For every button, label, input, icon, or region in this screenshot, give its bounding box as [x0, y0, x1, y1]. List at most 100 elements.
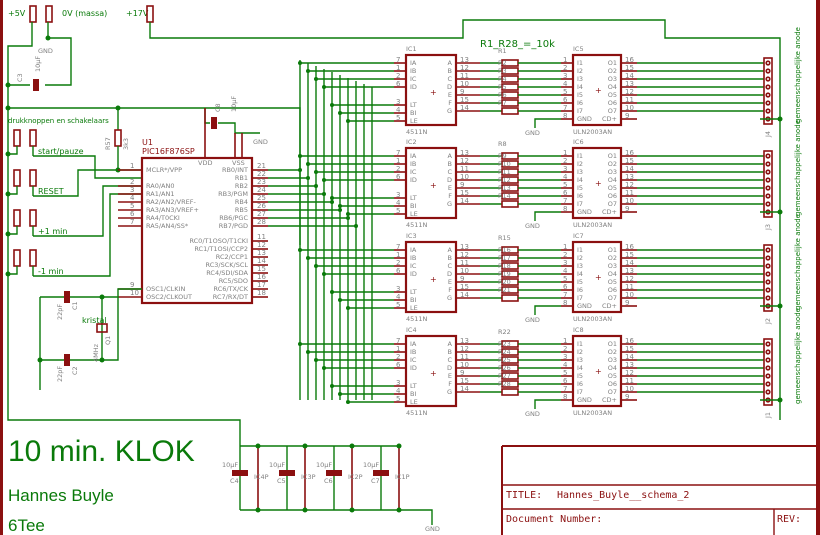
svg-text:RA1/AN1: RA1/AN1	[146, 190, 174, 198]
button-contact-a	[13, 129, 21, 147]
svg-text:C7: C7	[371, 477, 380, 485]
svg-text:J1: J1	[764, 412, 772, 419]
svg-text:I6: I6	[577, 192, 583, 200]
decoder-IC3	[404, 240, 458, 314]
svg-text:O5: O5	[608, 278, 617, 286]
svg-text:IB: IB	[410, 254, 416, 262]
svg-text:IC1: IC1	[406, 45, 417, 53]
frame-right	[816, 0, 820, 535]
svg-text:2: 2	[396, 165, 400, 173]
svg-text:C: C	[447, 75, 452, 83]
svg-text:8: 8	[563, 299, 567, 307]
title-block: TITLE: Hannes_Buyle__schema_2 Document N…	[501, 445, 816, 535]
wire-gnd-c3	[45, 22, 72, 86]
button-3[interactable]: -1 min	[5, 249, 64, 277]
note-author: Hannes Buyle	[8, 486, 114, 505]
svg-text:O6: O6	[608, 380, 617, 388]
svg-text:GND: GND	[577, 396, 592, 404]
svg-text:RC5/SDO: RC5/SDO	[219, 277, 248, 285]
svg-text:O4: O4	[608, 176, 617, 184]
svg-text:O4: O4	[608, 270, 617, 278]
svg-text:LE: LE	[410, 304, 418, 312]
svg-text:IC4P: IC4P	[254, 473, 269, 481]
svg-text:1: 1	[563, 149, 567, 157]
svg-text:12: 12	[625, 181, 634, 189]
svg-text:10: 10	[625, 291, 634, 299]
svg-text:6: 6	[396, 80, 401, 88]
svg-text:IC2P: IC2P	[348, 473, 363, 481]
svg-text:+: +	[430, 181, 437, 190]
svg-text:A: A	[448, 152, 453, 160]
svg-text:+: +	[595, 367, 602, 376]
svg-text:13: 13	[460, 56, 469, 64]
svg-text:J3: J3	[764, 224, 772, 231]
svg-text:RB1: RB1	[235, 174, 248, 182]
svg-text:10: 10	[625, 197, 634, 205]
svg-text:BI: BI	[410, 390, 416, 398]
svg-text:G: G	[447, 107, 452, 115]
svg-text:14: 14	[460, 104, 469, 112]
svg-text:I6: I6	[577, 286, 583, 294]
svg-text:9: 9	[460, 369, 464, 377]
q1-name: Q1	[104, 336, 112, 345]
resistor	[501, 107, 519, 115]
svg-text:10: 10	[460, 80, 469, 88]
svg-text:12: 12	[625, 275, 634, 283]
svg-text:IC3P: IC3P	[301, 473, 316, 481]
svg-text:I1: I1	[577, 246, 583, 254]
svg-text:O3: O3	[608, 168, 617, 176]
svg-text:GND: GND	[577, 208, 592, 216]
svg-text:I2: I2	[577, 67, 583, 75]
svg-text:3: 3	[563, 259, 567, 267]
svg-text:O2: O2	[608, 254, 617, 262]
svg-text:12: 12	[257, 241, 266, 249]
svg-text:12: 12	[460, 345, 469, 353]
svg-text:I5: I5	[577, 372, 583, 380]
svg-text:A: A	[448, 340, 453, 348]
svg-text:1: 1	[396, 251, 400, 259]
svg-text:+: +	[430, 275, 437, 284]
svg-text:15: 15	[460, 283, 469, 291]
svg-text:14: 14	[625, 259, 634, 267]
svg-text:8: 8	[563, 205, 567, 213]
button-2[interactable]: +1 min	[5, 209, 68, 237]
svg-text:7: 7	[563, 197, 567, 205]
svg-text:I1: I1	[577, 59, 583, 67]
resistor-note: R1_R28_=_10k	[480, 39, 555, 50]
svg-text:ID: ID	[410, 83, 417, 91]
svg-text:O5: O5	[608, 372, 617, 380]
button-0[interactable]: start/pauze	[5, 129, 84, 157]
svg-text:O7: O7	[608, 388, 617, 396]
svg-text:RB0/INT: RB0/INT	[222, 166, 248, 174]
svg-text:O3: O3	[608, 75, 617, 83]
docnum-label: Document Number:	[506, 514, 602, 525]
svg-text:ID: ID	[410, 176, 417, 184]
r57-value: 3k3	[122, 138, 130, 150]
button-1[interactable]: RESET	[5, 169, 64, 197]
svg-text:R1: R1	[498, 47, 507, 55]
svg-text:7: 7	[563, 104, 567, 112]
svg-text:I5: I5	[577, 278, 583, 286]
svg-text:R11: R11	[498, 168, 511, 176]
svg-text:RC0/T1OSO/T1CKI: RC0/T1OSO/T1CKI	[189, 237, 248, 245]
svg-text:15: 15	[460, 189, 469, 197]
svg-text:IC1P: IC1P	[395, 473, 410, 481]
svg-text:I5: I5	[577, 91, 583, 99]
svg-text:14: 14	[625, 72, 634, 80]
svg-text:R25: R25	[498, 356, 511, 364]
svg-text:12: 12	[460, 64, 469, 72]
svg-text:OSC2/CLKOUT: OSC2/CLKOUT	[146, 293, 192, 301]
svg-text:4: 4	[563, 80, 568, 88]
c1-name: C1	[71, 301, 79, 310]
svg-text:IA: IA	[410, 246, 417, 254]
svg-text:27: 27	[257, 210, 266, 218]
svg-text:CD+: CD+	[602, 115, 617, 123]
u1-vdd: VDD	[198, 159, 212, 167]
